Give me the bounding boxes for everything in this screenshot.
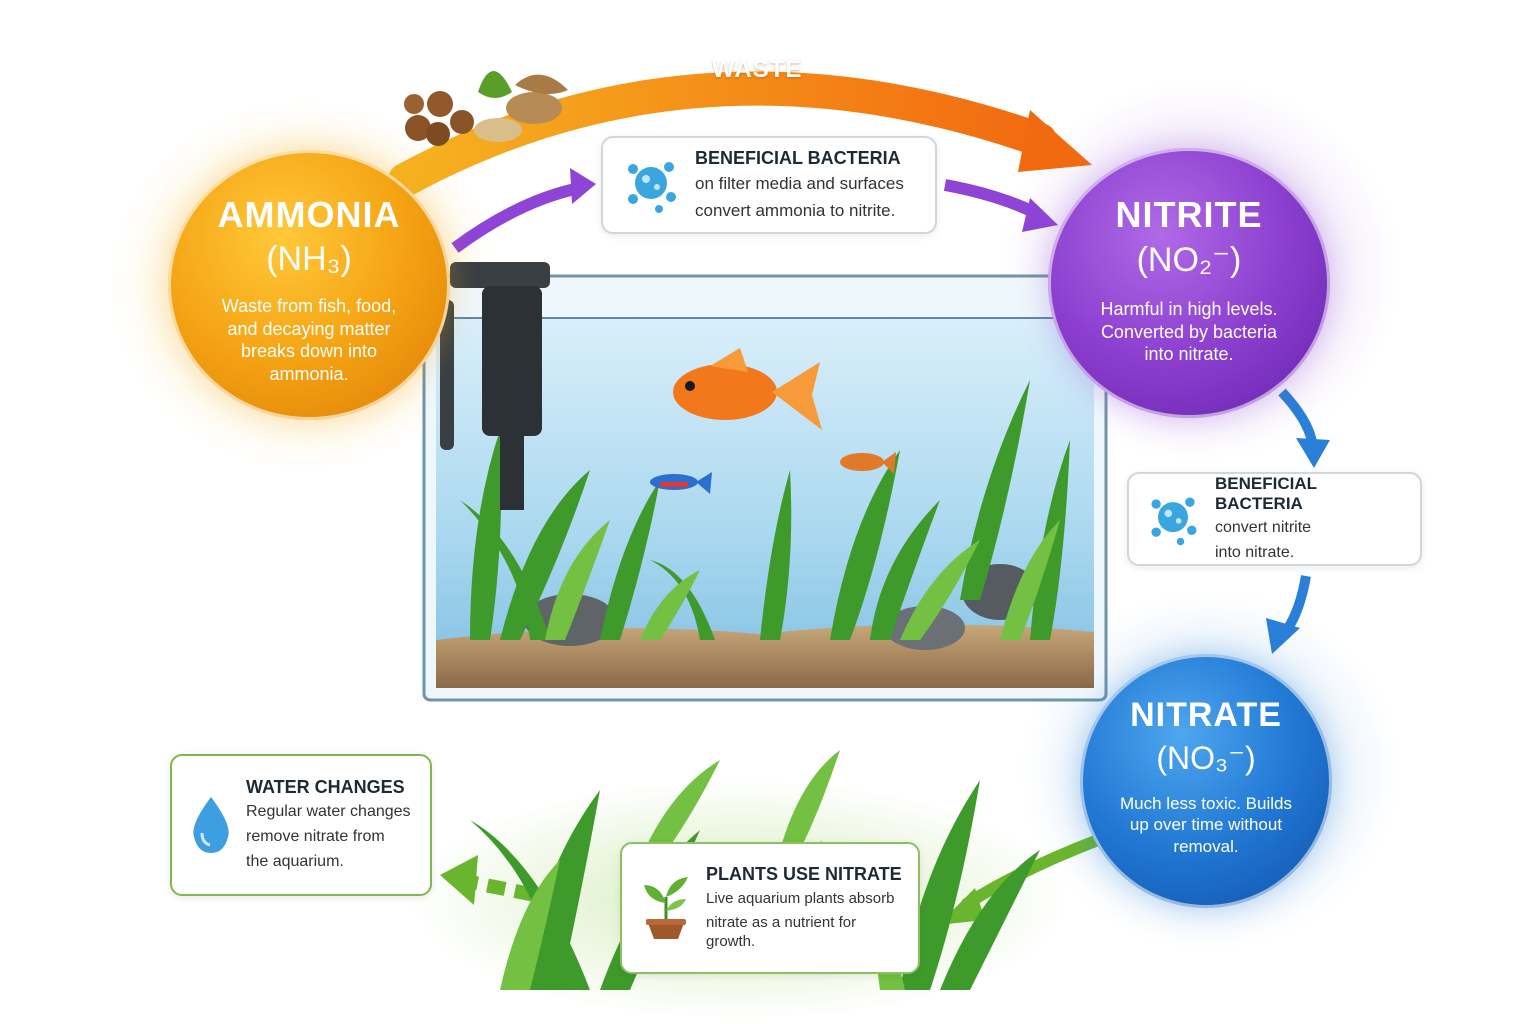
nitrate-formula: (NO₃⁻) [1156, 740, 1256, 776]
bacteria-box-text-line2: convert ammonia to nitrite. [695, 200, 896, 220]
nitrite-formula: (NO₂⁻) [1136, 241, 1242, 279]
bacteria-icon [619, 153, 683, 217]
waste-food-icon [404, 71, 568, 146]
bacteria-arrow-left [451, 182, 582, 253]
plants-title: PLANTS USE NITRATE [706, 864, 902, 885]
nitrate-description: Much less toxic. Builds up over time wit… [1120, 794, 1292, 856]
potted-plant-icon [638, 873, 694, 943]
water-drop-icon [188, 795, 234, 855]
water-changes-text-line2: remove nitrate from [246, 828, 385, 846]
nitrite-description: Harmful in high levels. Converted by bac… [1100, 299, 1278, 364]
waste-label: WASTE [712, 56, 803, 83]
bacteria-to-nitrate-arrow-head [1266, 618, 1300, 654]
bacteria-box-text-line1: on filter media and surfaces [695, 174, 904, 194]
waste-arrow-head [1018, 110, 1092, 172]
nitrite-to-bacteria-arrow [1278, 388, 1317, 444]
bacteria-box-text-line2: into nitrate. [1215, 544, 1295, 561]
bacteria-to-nitrate-arrow [1283, 575, 1311, 631]
small-orange-fish [840, 452, 896, 474]
nitrite-to-bacteria-arrow-head [1296, 438, 1330, 468]
bacteria-info-box-ammonia: BENEFICIAL BACTERIA on filter media and … [601, 136, 937, 234]
ammonia-formula: (NH₃) [266, 240, 352, 278]
neon-tetra [650, 472, 712, 494]
bacteria-box-text-line1: convert nitrite [1215, 519, 1312, 537]
nitrite-circle: NITRITE (NO₂⁻) Harmful in high levels. C… [1048, 148, 1330, 418]
water-changes-text-line1: Regular water changes [246, 803, 411, 821]
nitrite-title: NITRITE [1115, 194, 1263, 235]
ammonia-title: AMMONIA [217, 194, 401, 235]
plants-use-nitrate-box: PLANTS USE NITRATE Live aquarium plants … [620, 842, 920, 974]
bacteria-box-title: BENEFICIAL BACTERIA [1215, 474, 1317, 514]
water-changes-title: WATER CHANGES [246, 777, 405, 798]
ammonia-description: Waste from fish, food, and decaying matt… [221, 296, 397, 384]
ammonia-circle: AMMONIA (NH₃) Waste from fish, food, and… [168, 150, 450, 420]
plants-text-line1: Live aquarium plants absorb [706, 890, 895, 908]
bacteria-arrow-right-head [1022, 198, 1058, 232]
bacteria-info-box-nitrite: BENEFICIAL BACTERIA convert nitrite into… [1127, 472, 1422, 566]
bacteria-arrow-left-head [570, 168, 596, 204]
aquarium-tank [422, 262, 1108, 702]
water-changes-text-line3: the aquarium. [246, 852, 344, 870]
bacteria-icon [1143, 489, 1203, 549]
nitrate-title: NITRATE [1130, 696, 1282, 734]
bacteria-box-title: BENEFICIAL BACTERIA [695, 148, 901, 169]
nitrate-circle: NITRATE (NO₃⁻) Much less toxic. Builds u… [1080, 654, 1332, 908]
plants-text-line2: nitrate as a nutrient for growth. [706, 913, 857, 951]
water-changes-box: WATER CHANGES Regular water changes remo… [170, 754, 432, 896]
goldfish [673, 348, 822, 430]
